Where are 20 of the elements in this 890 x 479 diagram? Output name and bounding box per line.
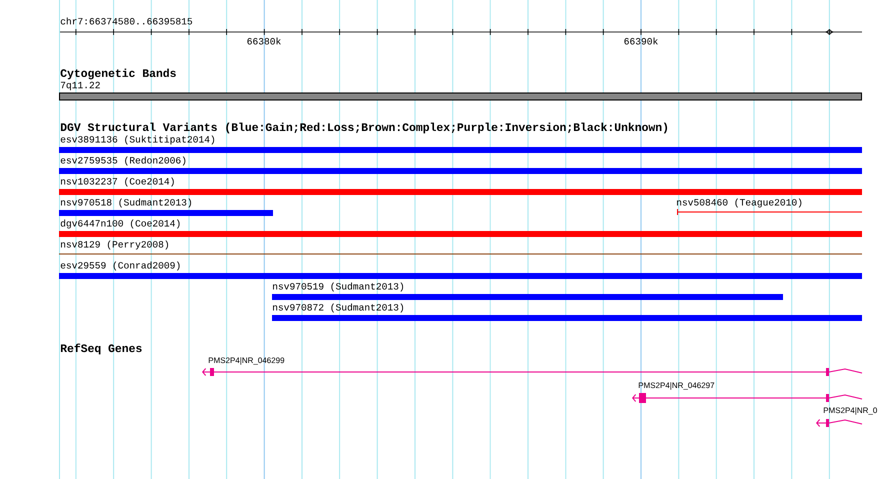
ruler-label: chr7:66374580..66395815: [60, 17, 192, 25]
tick-label: 66390k: [624, 37, 658, 45]
variant-label: nsv970519 (Sudmant2013): [273, 282, 404, 292]
track-title: Cytogenetic Bands: [60, 68, 176, 80]
gene-label: PMS2P4|NR_0: [824, 407, 877, 415]
variant-label: nsv970518 (Sudmant2013): [61, 198, 192, 208]
variant-label: esv3891136 (Suktitipat2014): [60, 136, 214, 144]
variant-label: dgv6447n100 (Coe2014): [60, 220, 180, 228]
variant-label: nsv8129 (Perry2008): [61, 240, 168, 250]
variant-label: esv2759535 (Redon2006): [60, 156, 186, 166]
gene-label: PMS2P4|NR_046299: [208, 357, 284, 365]
track-title: RefSeq Genes: [60, 344, 142, 354]
band-label: 7q11.22: [60, 82, 100, 90]
variant-label: nsv970872 (Sudmant2013): [273, 304, 404, 312]
variant-label: esv29559 (Conrad2009): [60, 262, 180, 270]
track-title: DGV Structural Variants (Blue:Gain;Red:Loss;Brown:Complex;Purple:Inversion;Black:Unknown): [60, 122, 668, 134]
gene-label: PMS2P4|NR_046297: [638, 382, 714, 390]
variant-label: nsv1032237 (Coe2014): [61, 178, 174, 186]
variant-label: nsv508460 (Teague2010): [677, 198, 802, 208]
tick-label: 66380k: [247, 37, 281, 45]
